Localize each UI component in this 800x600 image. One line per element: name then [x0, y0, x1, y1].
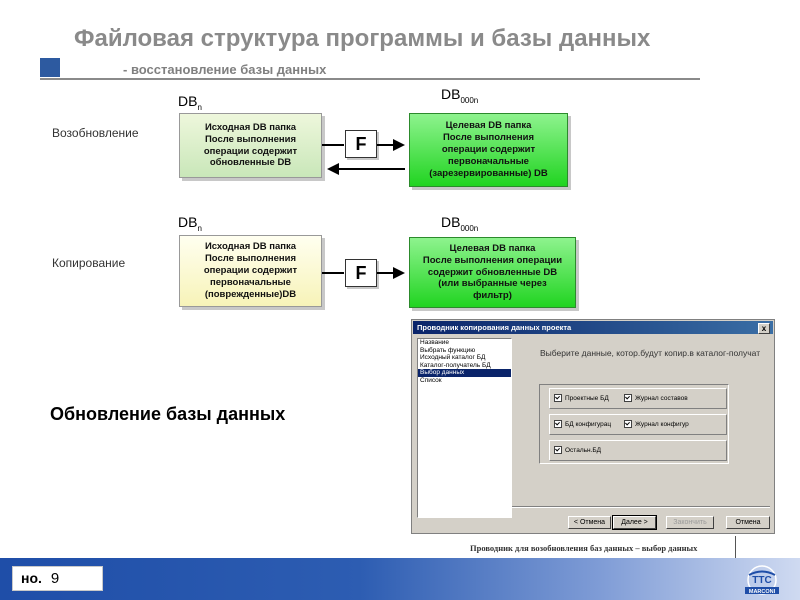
row1-arrow-left-icon [327, 163, 339, 175]
finish-button[interactable]: Закончить [666, 516, 714, 529]
row2-source-box: Исходная DB папка После выполнения опера… [179, 235, 322, 307]
checkbox-config-db[interactable]: БД конфигурац [554, 420, 611, 428]
ttc-marconi-logo-icon: TTC MARCONI [745, 565, 779, 595]
row2-arrow-in-line [322, 272, 344, 274]
dialog-title: Проводник копирования данных проекта [417, 323, 572, 332]
row1-function-box: F [345, 130, 377, 158]
row2-source-text: Исходная DB папка После выполнения опера… [203, 241, 298, 300]
options-row-3: Остальн.БД [549, 440, 727, 461]
section-caption: Обновление базы данных [50, 404, 286, 424]
cancel-button[interactable]: Отмена [726, 516, 770, 529]
back-button[interactable]: < Отмена [568, 516, 611, 529]
page-subtitle: - восстановление базы данных [123, 62, 327, 77]
row2-target-text: Целевая DB папка После выполнения операц… [422, 242, 563, 302]
options-group [539, 384, 729, 464]
footer-bar [0, 558, 800, 600]
title-accent-square [40, 58, 60, 77]
wizard-step-name[interactable]: Название [420, 339, 450, 346]
wizard-step-function[interactable]: Выбрать функцию [420, 346, 476, 354]
checkbox-other-db[interactable]: Остальн.БД [554, 446, 601, 454]
row2-arrow-out-line [377, 272, 397, 274]
row2-arrow-right-icon [393, 267, 405, 279]
page-number-box: но. 9 [12, 566, 103, 591]
dialog-prompt: Выберите данные, котор.будут копир.в кат… [540, 348, 761, 358]
wizard-step-source[interactable]: Исходный каталог БД [420, 354, 486, 361]
row1-target-text: Целевая DB папка После выполнения операц… [429, 120, 548, 179]
row2-target-db-label: DB000n [441, 214, 479, 233]
wizard-steps-list: Название Выбрать функцию Исходный катало… [417, 338, 512, 518]
checkbox-checked-icon [624, 420, 632, 428]
row1-source-text: Исходная DB папка После выполнения опера… [203, 121, 298, 169]
row1-arrow-right-icon [393, 139, 405, 151]
row1-arrow-out-line [377, 144, 397, 146]
row1-return-arrow-line [338, 168, 405, 170]
checkbox-checked-icon [554, 394, 562, 402]
copy-wizard-dialog: Проводник копирования данных проекта x Н… [411, 319, 775, 534]
options-row-1: Проектные БД Журнал составов [549, 388, 727, 409]
row2-source-db-label: DBn [178, 214, 202, 233]
dialog-caption: Проводник для возобновления баз данных –… [470, 543, 698, 553]
row1-source-db-label: DBn [178, 93, 202, 112]
options-row-2: БД конфигурац Журнал конфигур [549, 414, 727, 435]
title-divider [40, 78, 700, 80]
next-button[interactable]: Далее > [612, 515, 657, 530]
wizard-step-target[interactable]: Каталог-получатель БД [420, 361, 491, 369]
wizard-step-data-selection[interactable]: Выбор данных [418, 369, 511, 377]
row1-source-box: Исходная DB папка После выполнения опера… [179, 113, 322, 178]
checkbox-project-db[interactable]: Проектные БД [554, 394, 609, 402]
checkbox-checked-icon [554, 420, 562, 428]
checkbox-config-log[interactable]: Журнал конфигур [624, 420, 689, 428]
row1-arrow-in-line [322, 144, 344, 146]
row2-label: Копирование [52, 256, 126, 270]
row2-function-box: F [345, 259, 377, 287]
row2-target-box: Целевая DB папка После выполнения операц… [409, 237, 576, 308]
checkbox-checked-icon [624, 394, 632, 402]
dialog-title-bar: Проводник копирования данных проекта x [413, 321, 773, 334]
page-number: 9 [50, 570, 60, 587]
row1-target-box: Целевая DB папка После выполнения операц… [409, 113, 568, 187]
page-label: но. [21, 570, 42, 586]
checkbox-composition-log[interactable]: Журнал составов [624, 394, 688, 402]
caption-divider [735, 536, 736, 558]
checkbox-checked-icon [554, 446, 562, 454]
close-icon[interactable]: x [758, 323, 770, 334]
row1-target-db-label: DB000n [441, 86, 479, 105]
svg-text:TTC: TTC [752, 575, 771, 586]
dialog-separator [512, 506, 770, 508]
page-title: Файловая структура программы и базы данн… [74, 25, 651, 52]
row1-label: Возобновление [52, 126, 139, 140]
wizard-step-list[interactable]: Список [420, 376, 442, 384]
svg-text:MARCONI: MARCONI [749, 589, 776, 595]
